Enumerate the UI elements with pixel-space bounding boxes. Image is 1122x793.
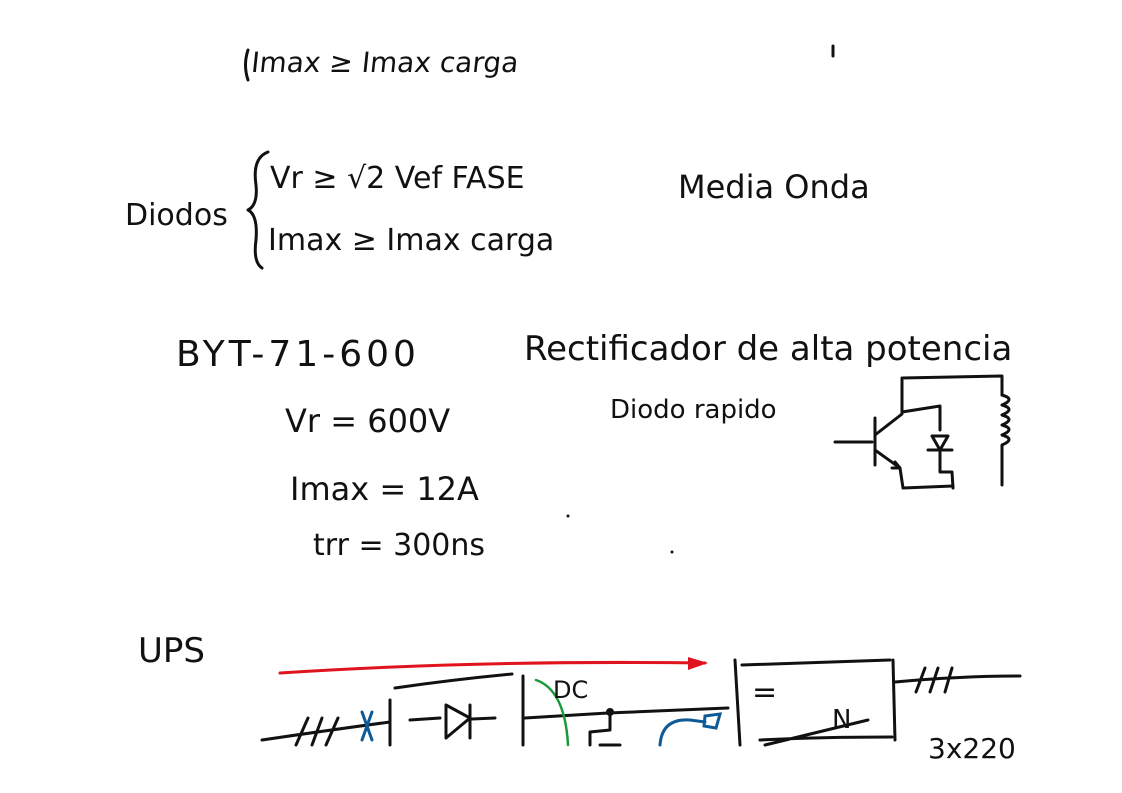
ups-block-diagram	[260, 658, 1022, 747]
dot-mark	[566, 514, 570, 518]
blue-marks	[360, 710, 723, 747]
part-number-text: BYT-71-600	[176, 334, 420, 375]
diodos-voltage-condition: Vr ≥ √2 Vef FASE	[270, 161, 525, 196]
rectificador-text: Rectificador de alta potencia	[524, 329, 1012, 369]
trr-spec-text: trr = 300ns	[313, 528, 485, 563]
power-flow-arrow	[278, 660, 707, 675]
media-onda-text: Media Onda	[678, 168, 870, 206]
ups-label: UPS	[138, 631, 205, 671]
diodos-label: Diodos	[125, 198, 228, 233]
bracket-mark	[244, 48, 250, 82]
inverter-dc-symbol: =	[752, 675, 777, 710]
green-curve	[534, 678, 570, 747]
dot-mark	[670, 550, 674, 554]
output-voltage-label: 3x220	[928, 732, 1016, 765]
curly-brace	[246, 150, 270, 270]
diodo-rapido-text: Diodo rapido	[610, 395, 777, 425]
arrowhead-icon	[688, 657, 708, 670]
inverter-ac-symbol: N	[832, 705, 851, 735]
imax-spec-text: Imax = 12A	[290, 470, 479, 508]
diodos-current-condition: Imax ≥ Imax carga	[268, 223, 554, 258]
vr-spec-text: Vr = 600V	[285, 402, 450, 440]
igbt-circuit-sketch	[833, 374, 1011, 490]
dc-label: DC	[553, 676, 588, 704]
top-condition-text: Imax ≥ Imax carga	[250, 46, 521, 79]
